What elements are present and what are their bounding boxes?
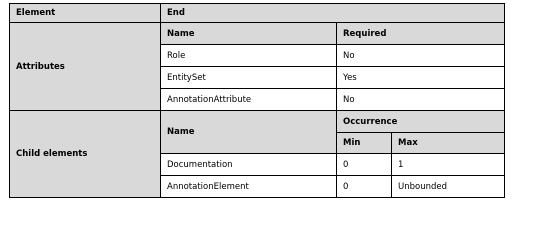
child-row-max: 1 [391, 153, 505, 176]
attribute-name-text: AnnotationAttribute [167, 94, 252, 105]
child-row-max: Unbounded [391, 175, 505, 198]
header-end-label: End [167, 8, 185, 18]
child-elements-section-label: Child elements [9, 110, 161, 198]
attribute-row-required: No [336, 44, 505, 67]
attributes-section-label: Attributes [9, 22, 161, 111]
attribute-required-text: Yes [343, 72, 357, 83]
child-min-header-text: Min [343, 138, 361, 148]
child-row-min: 0 [336, 153, 392, 176]
child-max-header-text: Max [398, 138, 418, 148]
attributes-name-header-text: Name [167, 28, 195, 39]
child-name-text: AnnotationElement [167, 181, 249, 192]
child-min-text: 0 [343, 181, 349, 192]
child-max-header: Max [391, 132, 505, 154]
header-element-cell: Element [9, 3, 161, 23]
child-name-header-text: Name [167, 127, 195, 137]
child-occurrence-header-text: Occurrence [343, 116, 398, 127]
attribute-name-text: EntitySet [167, 72, 206, 83]
child-row-min: 0 [336, 175, 392, 198]
child-row-name: Documentation [160, 153, 337, 176]
child-min-header: Min [336, 132, 392, 154]
child-elements-label-text: Child elements [16, 149, 88, 159]
header-end-cell: End [160, 3, 505, 23]
attributes-required-header-text: Required [343, 28, 387, 39]
child-max-text: 1 [398, 159, 404, 170]
attributes-label-text: Attributes [16, 61, 65, 72]
child-name-text: Documentation [167, 159, 233, 170]
attribute-row-required: Yes [336, 66, 505, 89]
attributes-name-header: Name [160, 22, 337, 45]
attribute-row-name: Role [160, 44, 337, 67]
attribute-row-name: EntitySet [160, 66, 337, 89]
child-max-text: Unbounded [398, 181, 447, 192]
child-name-header: Name [160, 110, 337, 154]
attribute-required-text: No [343, 50, 355, 61]
attribute-row-required: No [336, 88, 505, 111]
header-element-label: Element [16, 8, 56, 18]
attribute-name-text: Role [167, 50, 186, 61]
child-row-name: AnnotationElement [160, 175, 337, 198]
attributes-required-header: Required [336, 22, 505, 45]
attribute-required-text: No [343, 94, 355, 105]
attribute-row-name: AnnotationAttribute [160, 88, 337, 111]
child-min-text: 0 [343, 159, 349, 170]
child-occurrence-header: Occurrence [336, 110, 505, 133]
